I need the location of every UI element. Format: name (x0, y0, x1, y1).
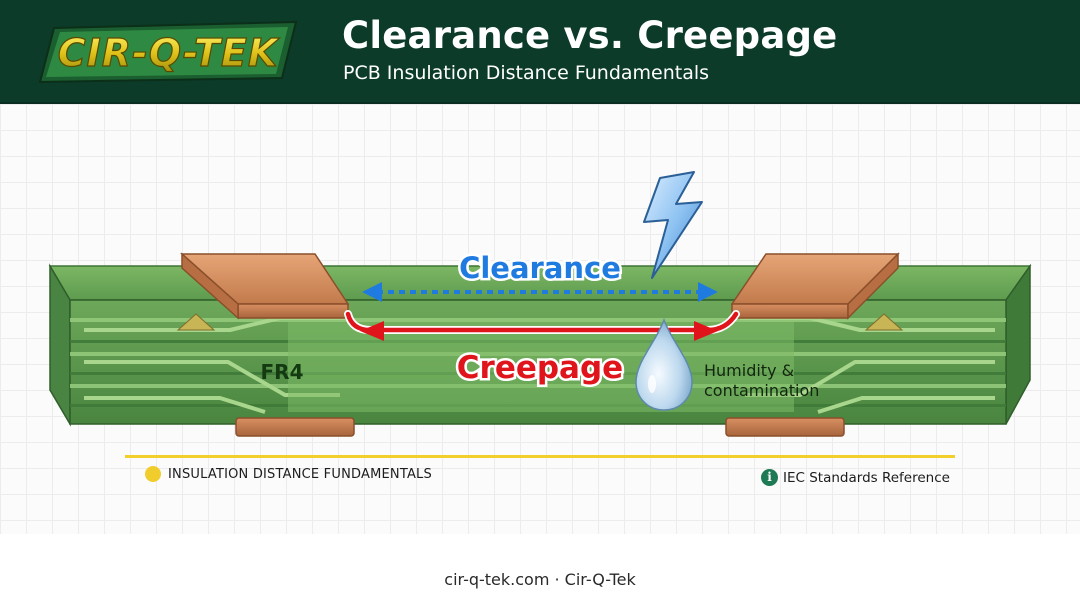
reference-link[interactable]: IEC Standards Reference (783, 470, 950, 486)
divider-line (125, 455, 955, 458)
footer-credit[interactable]: cir-q-tek.com · Cir-Q-Tek (444, 570, 636, 589)
creepage-arrowhead-right (694, 321, 718, 341)
clearance-arrowhead-left (362, 282, 382, 302)
footer-band (0, 534, 1080, 603)
insulation-region (288, 322, 794, 412)
material-label: FR4 (261, 360, 304, 384)
logo-text: CIR-Q-TEK (58, 31, 280, 75)
humidity-label-line1: Humidity & (704, 361, 794, 380)
logo-graphic: CIR-Q-TEK (38, 20, 298, 84)
water-drop-icon (635, 317, 693, 411)
humidity-label-line2: contamination (704, 381, 819, 400)
creepage-path (345, 311, 739, 333)
creepage-arrowhead-left (360, 321, 384, 341)
copper-pad-bottom-left (235, 417, 355, 437)
clearance-arrowhead-right (698, 282, 718, 302)
info-icon[interactable]: i (761, 469, 778, 486)
header-bar: CIR-Q-TEK Clearance vs. Creepage PCB Ins… (0, 0, 1080, 104)
clearance-label: Clearance (459, 251, 621, 285)
bullet-dot-icon (145, 466, 161, 482)
page-title: Clearance vs. Creepage (342, 14, 838, 57)
section-label: INSULATION DISTANCE FUNDAMENTALS (168, 467, 432, 482)
creepage-label: Creepage (457, 350, 623, 386)
marker-triangle-left (176, 313, 216, 331)
page-subtitle: PCB Insulation Distance Fundamentals (343, 62, 710, 84)
copper-pad-bottom-right (725, 417, 845, 437)
copper-pad-top-right (730, 252, 900, 320)
brand-logo[interactable]: CIR-Q-TEK (34, 16, 302, 88)
marker-triangle-right (864, 313, 904, 331)
lightning-bolt-icon (643, 171, 703, 279)
copper-pad-top-left (180, 252, 350, 320)
